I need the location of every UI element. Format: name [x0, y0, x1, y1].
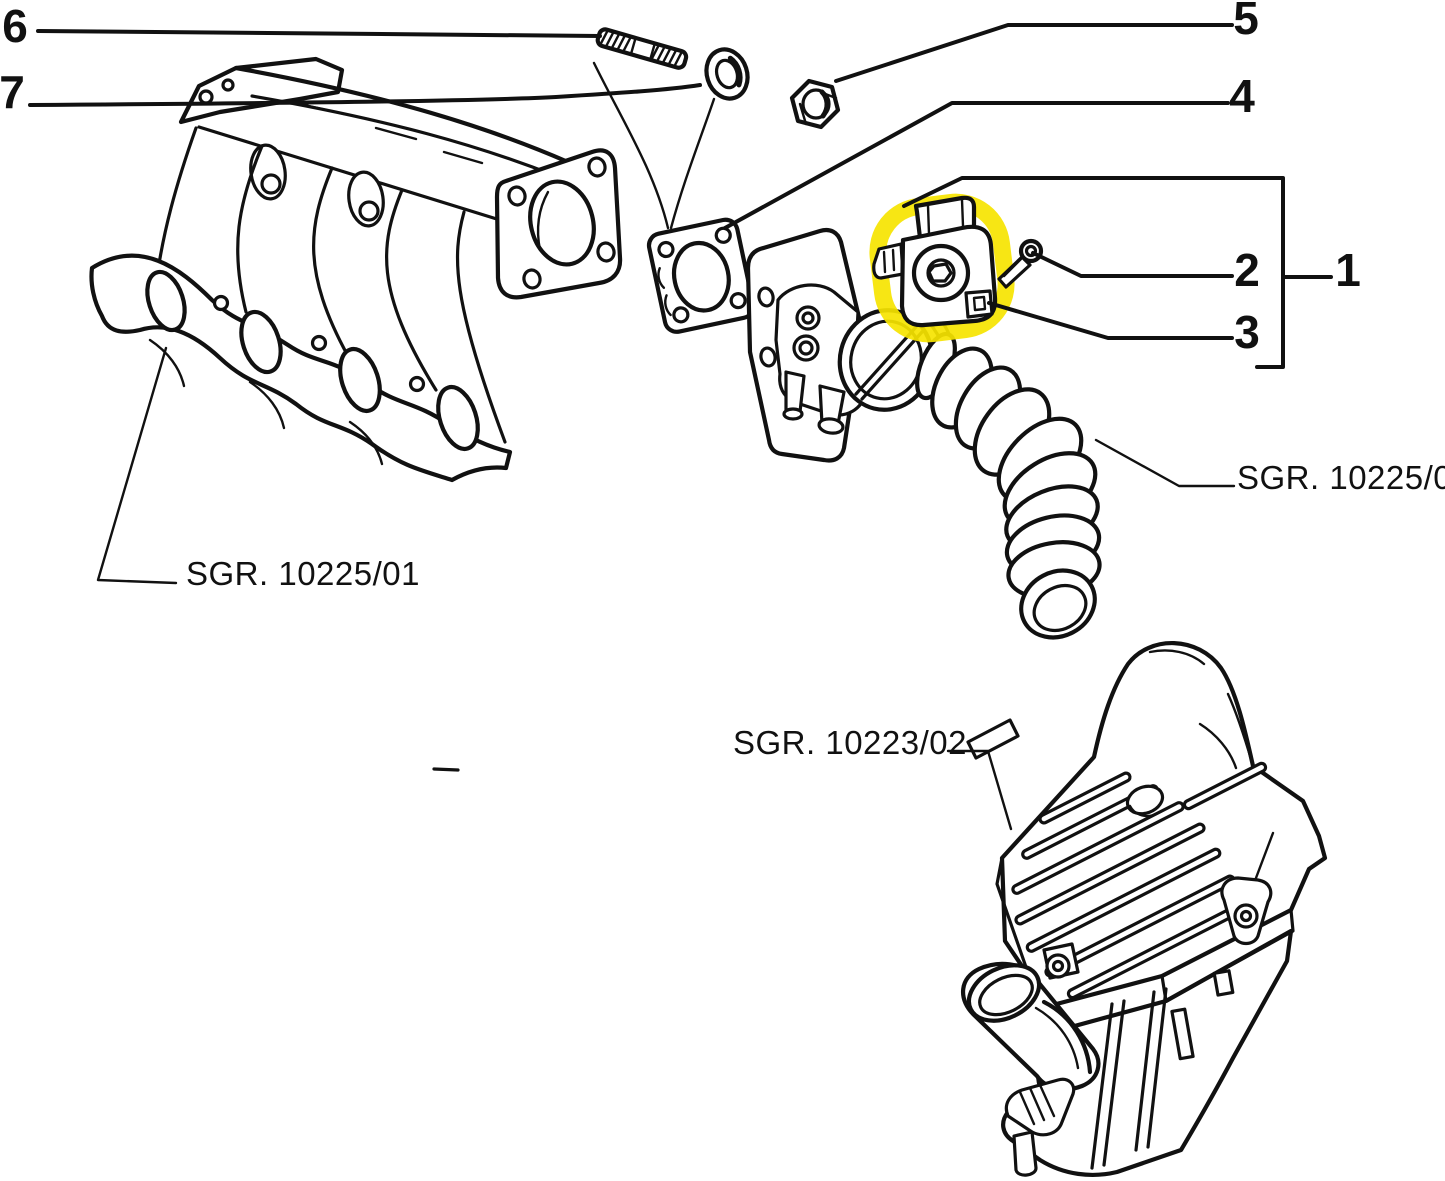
callout-line-3 — [987, 301, 1234, 340]
throttle-gasket — [646, 217, 756, 334]
callout-number-1: 1 — [1335, 244, 1361, 296]
reference-dash — [432, 767, 460, 772]
group-label-throttle: SGR. 10225/02 — [1237, 459, 1445, 496]
callout-number-5: 5 — [1233, 0, 1259, 44]
housing-ribs — [1090, 969, 1235, 1170]
callout-number-4: 4 — [1229, 70, 1255, 122]
group-label-air-cleaner: SGR. 10223/02 — [733, 724, 967, 761]
air-cleaner-assembly — [961, 641, 1328, 1177]
callout-line-7 — [28, 83, 702, 107]
callout-number-3: 3 — [1234, 306, 1260, 358]
throttle-position-sensor — [872, 195, 998, 328]
air-intake-hose — [915, 331, 1102, 640]
callout-line-2 — [1031, 251, 1234, 278]
callout-bracket-1 — [902, 176, 1285, 369]
callout-numbers: 6 7 5 4 2 3 1 — [0, 0, 1361, 358]
callout-number-7: 7 — [0, 66, 25, 118]
callout-line-6 — [36, 29, 602, 38]
callout-number-2: 2 — [1234, 244, 1260, 296]
drain-spout — [1004, 1077, 1076, 1177]
callout-line-5 — [834, 23, 1234, 83]
air-cleaner-lid — [966, 641, 1328, 1035]
hex-nut — [789, 78, 841, 130]
group-label-manifold: SGR. 10225/01 — [186, 555, 420, 592]
sensor-screw — [997, 238, 1044, 289]
callout-line-4 — [723, 101, 1230, 230]
group-leader-throttle — [1094, 438, 1236, 488]
callout-leaders — [28, 23, 1333, 831]
washer — [704, 47, 750, 101]
callout-number-6: 6 — [2, 0, 28, 52]
air-outlet-tube — [961, 961, 1101, 1092]
intake-manifold — [89, 56, 623, 483]
fastener-assembly-lines — [592, 61, 716, 230]
group-reference-labels: SGR. 10225/01 SGR. 10225/02 SGR. 10223/0… — [186, 459, 1445, 761]
throttle-body — [745, 227, 958, 463]
group-leader-air-cleaner — [946, 749, 1013, 831]
group-leader-manifold — [96, 346, 178, 585]
